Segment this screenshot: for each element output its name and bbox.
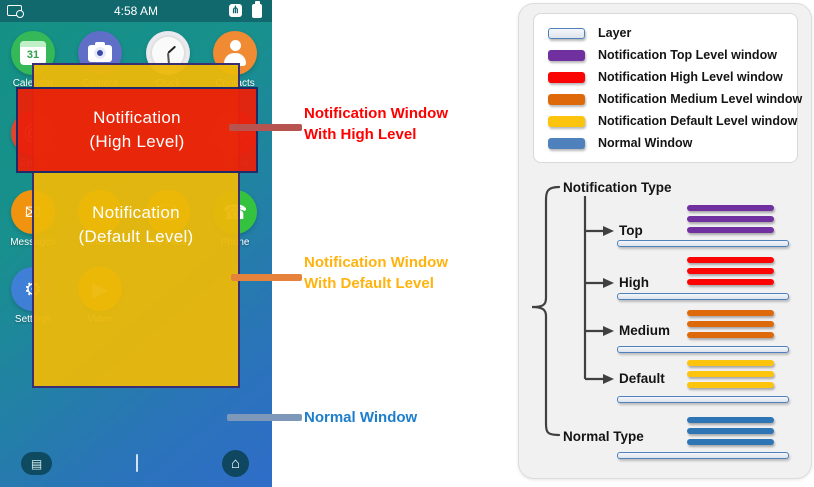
high-level-swatch: [548, 71, 585, 83]
legend-row-high: Notification High Level window: [548, 70, 783, 84]
recent-apps-icon: ▤: [30, 456, 43, 471]
normal-layer-bar: [617, 452, 789, 459]
legend: Layer Notification Top Level window Noti…: [533, 13, 802, 163]
normal-window-swatch: [548, 137, 585, 149]
layer-swatch: [548, 27, 585, 39]
tree-node-top: Top: [619, 223, 643, 238]
notification-high-text: Notification (High Level): [89, 108, 185, 151]
nav-divider: [136, 454, 138, 472]
legend-row-medium: Notification Medium Level window: [548, 92, 802, 106]
annotation-default-level: Notification Window With Default Level: [304, 254, 449, 292]
medium-level-bars: [687, 310, 774, 338]
home-button[interactable]: ⌂: [222, 450, 249, 477]
annotation-high-level: Notification Window With High Level: [304, 105, 449, 143]
tree-node-high: High: [619, 275, 649, 290]
high-layer-bar: [617, 293, 789, 300]
high-level-bars: [687, 257, 774, 285]
usb-debug-icon: ⋔: [229, 4, 242, 17]
recent-apps-button[interactable]: ▤: [21, 452, 52, 475]
top-layer-bar: [617, 240, 789, 247]
default-layer-bar: [617, 396, 789, 403]
top-level-bars: [687, 205, 774, 233]
phone-screen: 4:58 AM ⋔ 31 Calendar Camera Clock: [0, 0, 272, 487]
notification-window-high-level[interactable]: Notification (High Level): [16, 87, 258, 173]
status-bar: 4:58 AM ⋔: [0, 0, 272, 22]
notification-default-text: Notification (Default Level): [78, 203, 194, 246]
screen-capture-icon: [7, 5, 24, 18]
top-level-swatch: [548, 49, 585, 61]
tree-node-default: Default: [619, 371, 665, 386]
home-icon: ⌂: [230, 455, 241, 472]
high-level-arrow: [229, 119, 302, 135]
status-time: 4:58 AM: [113, 4, 159, 18]
medium-layer-bar: [617, 346, 789, 353]
legend-row-layer: Layer: [548, 26, 783, 40]
normal-window-arrow: [227, 409, 302, 425]
legend-row-normal: Normal Window: [548, 136, 783, 150]
legend-row-default: Notification Default Level window: [548, 114, 797, 128]
diagram-panel: Layer Notification Top Level window Noti…: [518, 3, 812, 479]
medium-level-swatch: [548, 93, 585, 105]
default-level-arrow: [231, 269, 302, 285]
legend-row-top: Notification Top Level window: [548, 48, 783, 62]
tree-node-medium: Medium: [619, 323, 671, 338]
tree-root-notification-type: Notification Type: [563, 180, 672, 195]
default-level-swatch: [548, 115, 585, 127]
annotation-normal-window: Normal Window: [304, 409, 418, 426]
normal-window-bars: [687, 417, 774, 445]
tree-root-normal-type: Normal Type: [563, 429, 644, 444]
default-level-bars: [687, 360, 774, 388]
battery-icon: [252, 1, 262, 18]
